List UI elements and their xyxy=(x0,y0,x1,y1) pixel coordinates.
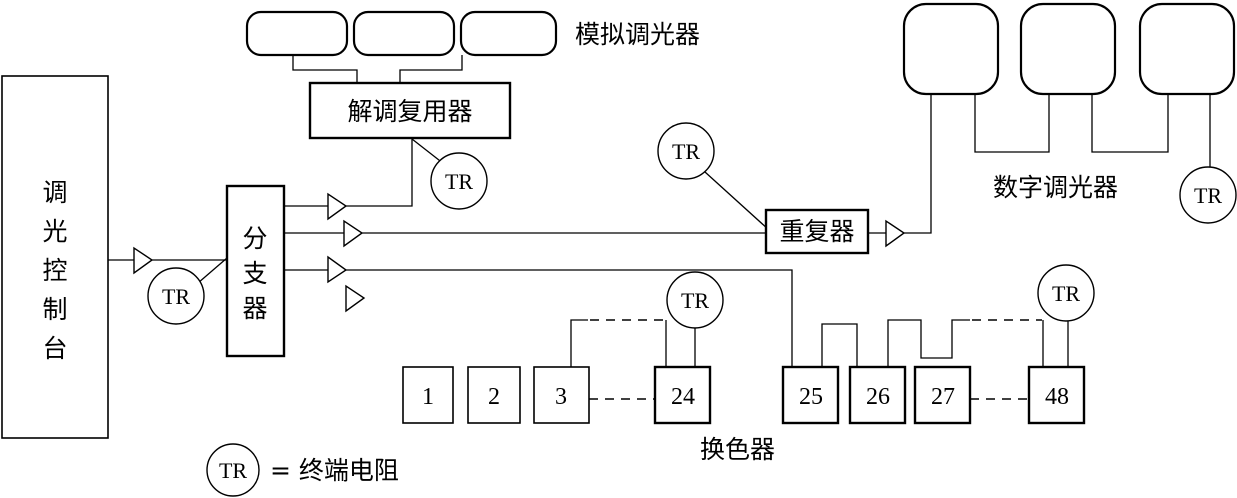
svg-text:TR: TR xyxy=(162,284,190,309)
color-changer-27-number: 27 xyxy=(931,384,955,410)
color-changer-2-number: 2 xyxy=(488,384,500,410)
changer-25-26-link xyxy=(821,323,858,367)
changer-3-up xyxy=(570,319,588,367)
terminator-repeater: TR xyxy=(657,122,715,180)
color-changer-25-number: 25 xyxy=(799,384,823,410)
color-changer-48-number: 48 xyxy=(1045,384,1069,410)
terminator-changer-48: TR xyxy=(1037,264,1095,322)
color-changer-26-number: 26 xyxy=(866,384,890,410)
terminator-digital-dimmers: TR xyxy=(1179,166,1237,224)
color-changer-24 xyxy=(653,365,712,425)
terminator-console: TR xyxy=(147,267,205,325)
digital-chain-2 xyxy=(1091,94,1169,153)
lighting-console xyxy=(1,75,109,439)
legend-text: = 终端电阻 xyxy=(270,456,399,485)
splitter-char-2: 支 xyxy=(242,259,267,288)
arrow-out4-icon xyxy=(345,284,366,313)
color-changers-label: 换色器 xyxy=(700,435,775,464)
analog-dimmer-2 xyxy=(352,10,456,57)
color-changer-27 xyxy=(913,365,972,425)
console-char-2: 光 xyxy=(42,217,67,246)
color-changer-2 xyxy=(467,366,521,424)
console-char-1: 调 xyxy=(42,178,67,207)
splitter-char-1: 分 xyxy=(242,224,267,253)
changer-26-27-link xyxy=(887,319,970,367)
color-changer-24-number: 24 xyxy=(671,384,695,410)
arrow-console-icon xyxy=(133,246,154,275)
arrow-repeater-icon xyxy=(885,219,906,248)
svg-text:TR: TR xyxy=(445,169,473,194)
digital-dimmer-3 xyxy=(1138,2,1236,96)
color-changer-48 xyxy=(1027,365,1086,425)
svg-text:TR: TR xyxy=(1194,183,1222,208)
terminator-demux: TR xyxy=(430,152,488,210)
repeater-dimmer-line xyxy=(868,94,932,234)
analog-dimmer-3 xyxy=(459,10,558,57)
svg-text:TR: TR xyxy=(681,288,709,313)
analog-dimmer-1 xyxy=(245,10,349,57)
svg-text:TR: TR xyxy=(219,458,247,483)
splitter-box xyxy=(225,184,286,358)
tr-repeater-lead xyxy=(704,171,770,231)
repeater-box xyxy=(764,208,870,255)
tr-demux-lead xyxy=(411,138,445,165)
splitter-demux-line xyxy=(284,139,413,207)
color-changer-1 xyxy=(402,366,454,424)
color-changer-25 xyxy=(781,365,840,425)
demux-analog-link-2 xyxy=(399,55,463,83)
color-changer-3 xyxy=(533,366,590,424)
arrow-out1-icon xyxy=(327,192,348,221)
digital-dimmer-1 xyxy=(902,2,1000,96)
tr-console-lead xyxy=(197,257,228,284)
legend-terminator: TR xyxy=(206,443,260,497)
digital-dimmers-label: 数字调光器 xyxy=(993,173,1118,202)
color-changer-1-number: 1 xyxy=(422,384,434,410)
demux-analog-link-1 xyxy=(292,55,358,83)
svg-text:TR: TR xyxy=(672,139,700,164)
arrow-out2-icon xyxy=(343,219,364,248)
console-char-3: 控 xyxy=(42,256,67,285)
console-char-5: 台 xyxy=(42,334,67,363)
repeater-label: 重复器 xyxy=(779,217,854,246)
demultiplexer-label: 解调复用器 xyxy=(347,97,472,126)
digital-dimmer-2 xyxy=(1019,2,1117,96)
demultiplexer-box xyxy=(308,81,512,140)
svg-text:TR: TR xyxy=(1052,281,1080,306)
color-changer-3-number: 3 xyxy=(555,384,567,410)
splitter-char-3: 器 xyxy=(242,294,267,323)
splitter-changer-line xyxy=(284,269,793,367)
color-changer-26 xyxy=(848,365,907,425)
arrow-out3-icon xyxy=(327,255,348,284)
analog-dimmers-label: 模拟调光器 xyxy=(575,20,700,49)
terminator-changer-24: TR xyxy=(666,271,724,329)
console-char-4: 制 xyxy=(42,295,67,324)
digital-chain-1 xyxy=(974,94,1050,153)
